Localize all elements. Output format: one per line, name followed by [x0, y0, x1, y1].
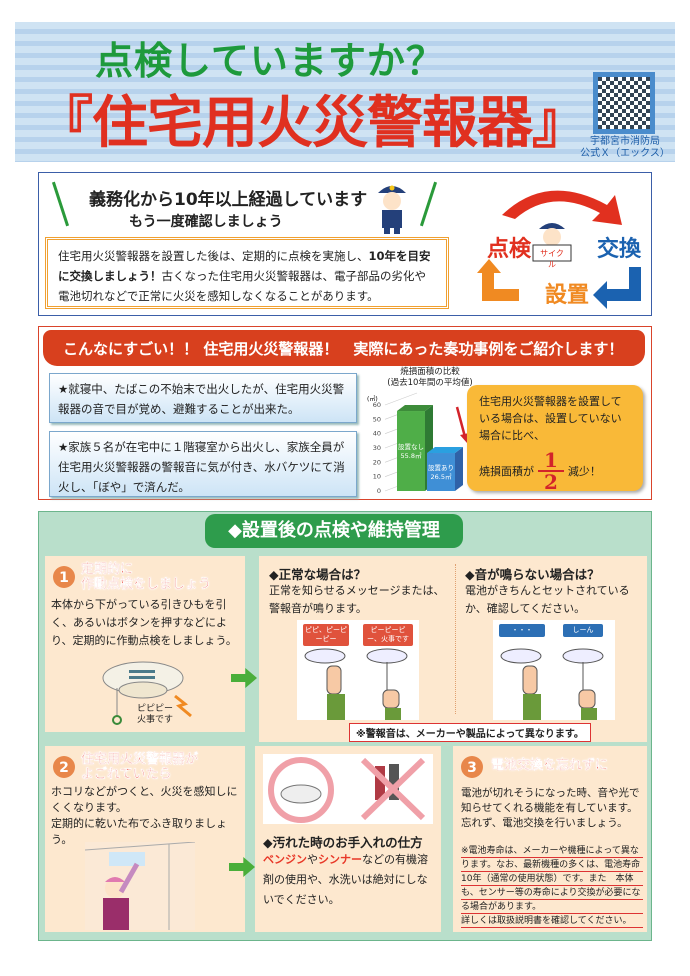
y-tick-label: 60: [373, 401, 381, 409]
y-tick-label: 10: [373, 473, 381, 481]
bar: [427, 453, 455, 491]
case-item: ★家族５名が在宅中に１階寝室から出火し、家族全員が住宅用火災警報器の警報音に気が…: [49, 431, 357, 497]
title-question: 点検していますか？: [95, 39, 445, 83]
gridline: [384, 392, 418, 406]
maintenance-section: ◆設置後の点検や維持管理 1 定期的に作動点検をしましょう 本体から下がっている…: [38, 511, 652, 941]
bar: [397, 411, 425, 491]
step1-panel: 1 定期的に作動点検をしましょう 本体から下がっている引きひもを引く、あるいはボ…: [45, 556, 245, 732]
hand-alarm-icon: [304, 648, 408, 720]
silent-illustration: ・・・ しーん: [493, 620, 615, 720]
step2-body: ホコリなどがつくと、火災を感知しにくくなります。定期的に乾いた布でふき取りましょ…: [51, 785, 238, 846]
bar-category-label: 設置なし: [398, 442, 424, 451]
step3-body: 電池が切れそうになった時、音や光で知らせてくれる機能を有しています。忘れず、電池…: [461, 787, 640, 829]
arrow-icon: [455, 406, 467, 438]
step1-title: 定期的に作動点検をしましょう: [81, 562, 212, 592]
normal-title: ◆正常な場合は？: [269, 567, 367, 582]
decor-slash: [419, 181, 438, 227]
maintenance-title: ◆設置後の点検や維持管理: [205, 514, 463, 548]
y-tick-label: 50: [373, 415, 381, 423]
bar-side: [455, 447, 463, 491]
header-banner: 点検していますか？ 『住宅用火災警報器』 宇都宮市消防局公式Ｘ（エックス）: [15, 22, 675, 162]
cycle-install: 設置: [545, 283, 590, 308]
cleaning-dos-donts-icon: [263, 754, 433, 824]
intro-headline: 義務化から10年以上経過しています: [89, 190, 368, 210]
case-item: ★就寝中、たばこの不始末で出火したが、住宅用火災警報器の音で目が覚め、避難するこ…: [49, 373, 357, 423]
cleaning-panel: ◆汚れた時のお手入れの仕方 ベンジンやシンナーなどの有機溶剤の使用や、水洗いは絶…: [255, 746, 441, 932]
y-tick-label: 30: [373, 444, 381, 452]
arrow-head-icon: [460, 433, 469, 443]
intro-section: 義務化から10年以上経過しています もう一度確認しましょう 住宅用火災警報器を設…: [38, 172, 652, 316]
bubble-text-3: 減少！: [567, 464, 601, 478]
step3-title: 電池交換を忘れずに: [491, 758, 609, 773]
cycle-inspect: 点検: [487, 237, 532, 262]
cleaning-title: ◆汚れた時のお手入れの仕方: [263, 835, 423, 850]
cycle-diagram: 点検 交換 設置 サイクル: [457, 177, 647, 313]
cases-banner: こんなにすごい！！ 住宅用火災警報器！ 実際にあった奏功事例をご紹介します！: [43, 330, 645, 366]
cleaning-body: ベンジンやシンナーなどの有機溶剤の使用や、水洗いは絶対にしないでください。: [263, 853, 428, 906]
result-bubble: 住宅用火災警報器を設置している場合は、設置していない場合に比べ、 焼損面積が 1…: [467, 385, 643, 492]
qr-code[interactable]: [593, 72, 655, 134]
sound-bubble: ピピ、ピーピーピー: [303, 624, 349, 646]
bubble-text-2: 焼損面積が: [479, 464, 534, 478]
sound-note: ※警報音は、メーカーや製品によって異なります。: [349, 723, 591, 742]
step2-panel: 2 住宅用火災警報器がよごれていたら ホコリなどがつくと、火災を感知しにくくなり…: [45, 746, 245, 932]
divider: [455, 564, 456, 714]
step2-title: 住宅用火災警報器がよごれていたら: [81, 752, 199, 782]
bubble-text: 住宅用火災警報器を設置している場合は、設置していない場合に比べ、: [479, 395, 622, 442]
sound-bubble: しーん: [563, 624, 603, 637]
y-tick-label: 40: [373, 430, 381, 438]
chart-subtitle: (過去10年間の平均値): [387, 378, 473, 388]
cases-section: こんなにすごい！！ 住宅用火災警報器！ 実際にあった奏功事例をご紹介します！ ★…: [38, 326, 652, 500]
silent-title: ◆音が鳴らない場合は？: [465, 567, 600, 582]
firefighter-icon: [378, 185, 406, 234]
intro-body: 住宅用火災警報器を設置した後は、定期的に点検を実施し、10年を目安に交換しましょ…: [45, 237, 449, 309]
silent-body: 電池がきちんとセットされているか、確認してください。: [465, 584, 630, 615]
sound-bubble: ピーピーピー、火事です: [363, 624, 413, 646]
decor-slash: [51, 181, 70, 227]
normal-body: 正常を知らせるメッセージまたは、警報音が鳴ります。: [269, 584, 445, 615]
alarm-sound-text: ピピピー火事です: [137, 704, 174, 725]
chart-title: 焼損面積の比較: [400, 367, 460, 377]
qr-label: 宇都宮市消防局公式Ｘ（エックス）: [565, 136, 685, 160]
step3-number: 3: [461, 756, 483, 778]
step1-number: 1: [53, 566, 75, 588]
hand-alarm-icon: [500, 648, 604, 720]
sound-bubble: ・・・: [499, 624, 545, 637]
step1-body: 本体から下がっている引きひもを引く、あるいはボタンを押すなどにより、定期的に作動…: [51, 598, 237, 647]
cycle-replace: 交換: [597, 237, 642, 262]
cycle-sign: サイクル: [540, 249, 564, 269]
bar-top: [397, 405, 433, 412]
cleaning-person-icon: [85, 842, 195, 930]
smoke-alarm-icon: [102, 661, 192, 725]
area-comparison-chart: 焼損面積の比較(過去10年間の平均値) (㎡) 0 10 20 30 40 50 60 設置なし…: [365, 367, 495, 499]
check-result-panel: ◆正常な場合は？ 正常を知らせるメッセージまたは、警報音が鳴ります。 ピピ、ピー…: [259, 556, 647, 742]
bar-data-label: 26.5㎡: [431, 472, 452, 481]
bar-category-label: 設置あり: [428, 463, 454, 472]
title-main: 『住宅用火災警報器』: [37, 91, 588, 156]
bar-top: [427, 447, 463, 454]
cycle-arrows-icon: [477, 190, 641, 309]
bar-data-label: 55.8㎡: [401, 451, 422, 460]
intro-subheadline: もう一度確認しましょう: [129, 214, 283, 230]
step3-panel: 3 電池交換を忘れずに 電池が切れそうになった時、音や光で知らせてくれる機能を有…: [453, 746, 647, 932]
chart-title-block: 焼損面積の比較(過去10年間の平均値): [375, 367, 485, 389]
qr-label-line1: 宇都宮市消防局: [590, 136, 660, 147]
step3-note: ※電池寿命は、メーカーや機種によって異なります。なお、最新機種の多くは、電池寿命…: [461, 844, 643, 928]
normal-illustration: ピピ、ピーピーピー ピーピーピー、火事です: [297, 620, 419, 720]
y-axis-unit: (㎡): [367, 395, 378, 403]
y-tick-label: 0: [377, 487, 381, 495]
y-tick-label: 20: [373, 458, 381, 466]
qr-label-line2: 公式Ｘ（エックス）: [580, 148, 670, 159]
step2-number: 2: [53, 756, 75, 778]
